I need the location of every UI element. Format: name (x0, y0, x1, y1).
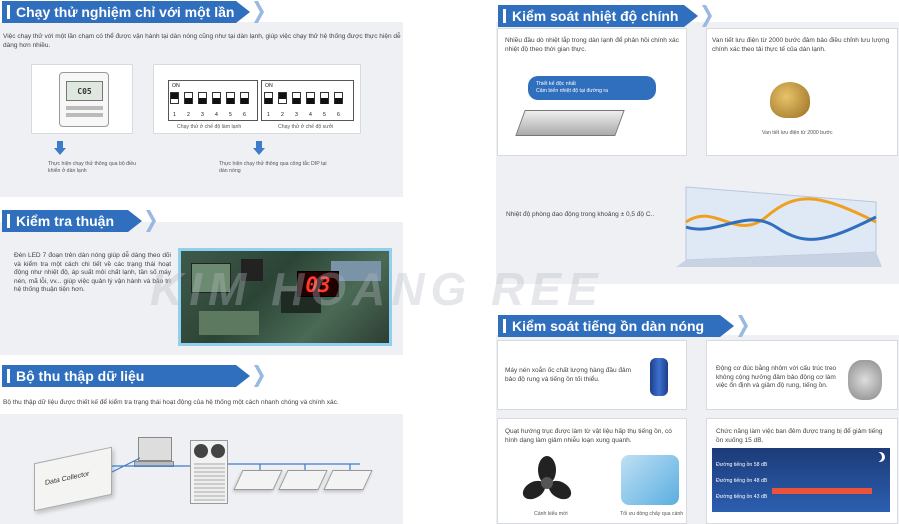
fan-blade-icon (522, 456, 572, 500)
dip-number: 4 (309, 112, 312, 118)
chevron-icon (738, 315, 748, 337)
dip-on-label: ON (172, 83, 180, 89)
chevron-icon (254, 365, 264, 387)
dip-switch-toggle (184, 92, 193, 104)
fan-text: Quạt hướng trục được làm từ vật liệu hấp… (505, 428, 672, 444)
night-mode-chart: Đường tiếng ồn 58 dB Đường tiếng ồn 48 d… (712, 448, 890, 512)
remote-button-row (66, 113, 103, 117)
dip-number: 1 (267, 112, 270, 118)
noise-line-label: Đường tiếng ồn 43 dB (716, 494, 768, 500)
outdoor-unit (190, 440, 228, 504)
data-collector-desc: Bộ thu thập dữ liệu được thiết kế để kiể… (3, 399, 339, 406)
banner-test-run: Chạy thử nghiệm chỉ với một lần chạm (2, 1, 250, 23)
dip-switch-toggle (292, 92, 301, 104)
dip-switch-toggle (334, 92, 343, 104)
motor-image (848, 360, 882, 400)
dip-number: 6 (337, 112, 340, 118)
banner-inspection: Kiểm tra thuận tiện (2, 210, 142, 232)
remote-controller: C05 (59, 72, 109, 127)
dip-number: 6 (243, 112, 246, 118)
dip-switch-toggle (170, 92, 179, 104)
airflow-image (621, 455, 679, 505)
dip-number: 2 (187, 112, 190, 118)
dip-cool-label: Chạy thử ở chế độ làm lạnh (177, 124, 242, 130)
night-bar (772, 488, 872, 494)
fan-caption-2: Tối ưu dòng chảy qua cánh (620, 511, 684, 517)
arrow-down-icon (253, 141, 265, 155)
banner-noise-control: Kiểm soát tiếng ồn dàn nóng (498, 315, 734, 337)
valve-caption: Van tiết lưu điện từ 2000 bước (762, 130, 833, 136)
valve-card (706, 28, 898, 156)
dip-switch-toggle (320, 92, 329, 104)
valve-text: Van tiết lưu điện từ 2000 bước đảm bảo đ… (712, 37, 890, 53)
dip-number: 5 (229, 112, 232, 118)
dip-switch-toggle (212, 92, 221, 104)
dip-number: 4 (215, 112, 218, 118)
compressor-image (650, 358, 668, 396)
dip-on-label: ON (265, 83, 273, 89)
callout-line: Cảm biến nhiệt độ tại đường ra (536, 88, 609, 94)
indoor-unit-image (515, 110, 625, 136)
remote-button-row (66, 106, 103, 110)
banner-title: Kiểm soát tiếng ồn dàn nóng (512, 318, 705, 334)
remote-screen-text: C05 (77, 87, 92, 96)
pcb-photo: 03 (178, 248, 392, 346)
dip-heat-label: Chạy thử ở chế độ sưởi (278, 124, 334, 130)
arrow-down-icon (54, 141, 66, 155)
dip-switch-toggle (240, 92, 249, 104)
moon-icon (872, 452, 882, 462)
dip-switch-toggle (306, 92, 315, 104)
dip-switch-toggle (278, 92, 287, 104)
dip-number: 3 (295, 112, 298, 118)
banner-temp-control: Kiểm soát nhiệt độ chính xác (498, 5, 698, 27)
compressor-text: Máy nén xoắn ốc chất lượng hàng đầu đảm … (505, 367, 632, 383)
sensor-text: Nhiều đầu dò nhiệt lắp trong dàn lạnh để… (505, 37, 679, 53)
inspection-desc: Đèn LED 7 đoạn trên dàn nóng giúp dễ dàn… (14, 252, 171, 294)
watermark: KIM HOANG REE (150, 263, 604, 315)
test-run-desc: Việc chạy thử với một lần chạm có thể đư… (3, 33, 401, 49)
dip-switch-toggle (264, 92, 273, 104)
banner-title: Bộ thu thập dữ liệu (16, 368, 145, 384)
sensor-callout: Thiết kế độc nhất Cảm biến nhiệt độ tại … (528, 76, 656, 100)
dip-number: 3 (201, 112, 204, 118)
dip-number: 1 (173, 112, 176, 118)
led-display: 03 (297, 271, 339, 297)
laptop-icon (138, 437, 172, 461)
remote-caption: Thực hiện chạy thử thông qua bộ điều khi… (48, 161, 136, 174)
dip-caption: Thực hiện chạy thử thông qua công tắc DI… (219, 161, 327, 174)
dip-switch-toggle (198, 92, 207, 104)
dip-number: 2 (281, 112, 284, 118)
chevron-icon (254, 1, 264, 23)
remote-screen: C05 (66, 81, 103, 101)
temp-range-text: Nhiệt độ phòng dao động trong khoảng ± 0… (506, 211, 655, 218)
temperature-wave-chart (676, 186, 882, 267)
connection-lines (111, 457, 360, 473)
night-mode-text: Chức năng làm việc ban đêm được trang bị… (716, 428, 883, 444)
dip-switch-toggle (226, 92, 235, 104)
banner-data-collector: Bộ thu thập dữ liệu (2, 365, 250, 387)
motor-text: Động cơ đúc bằng nhôm với cấu trúc treo … (716, 365, 837, 390)
fan-caption-1: Cánh kiểu mới (534, 511, 568, 517)
callout-line: Thiết kế độc nhất (536, 81, 576, 87)
noise-line-label: Đường tiếng ồn 48 dB (716, 478, 768, 484)
dip-number: 5 (323, 112, 326, 118)
valve-image (770, 82, 810, 118)
led-value: 03 (305, 273, 331, 297)
noise-line-label: Đường tiếng ồn 58 dB (716, 462, 768, 468)
